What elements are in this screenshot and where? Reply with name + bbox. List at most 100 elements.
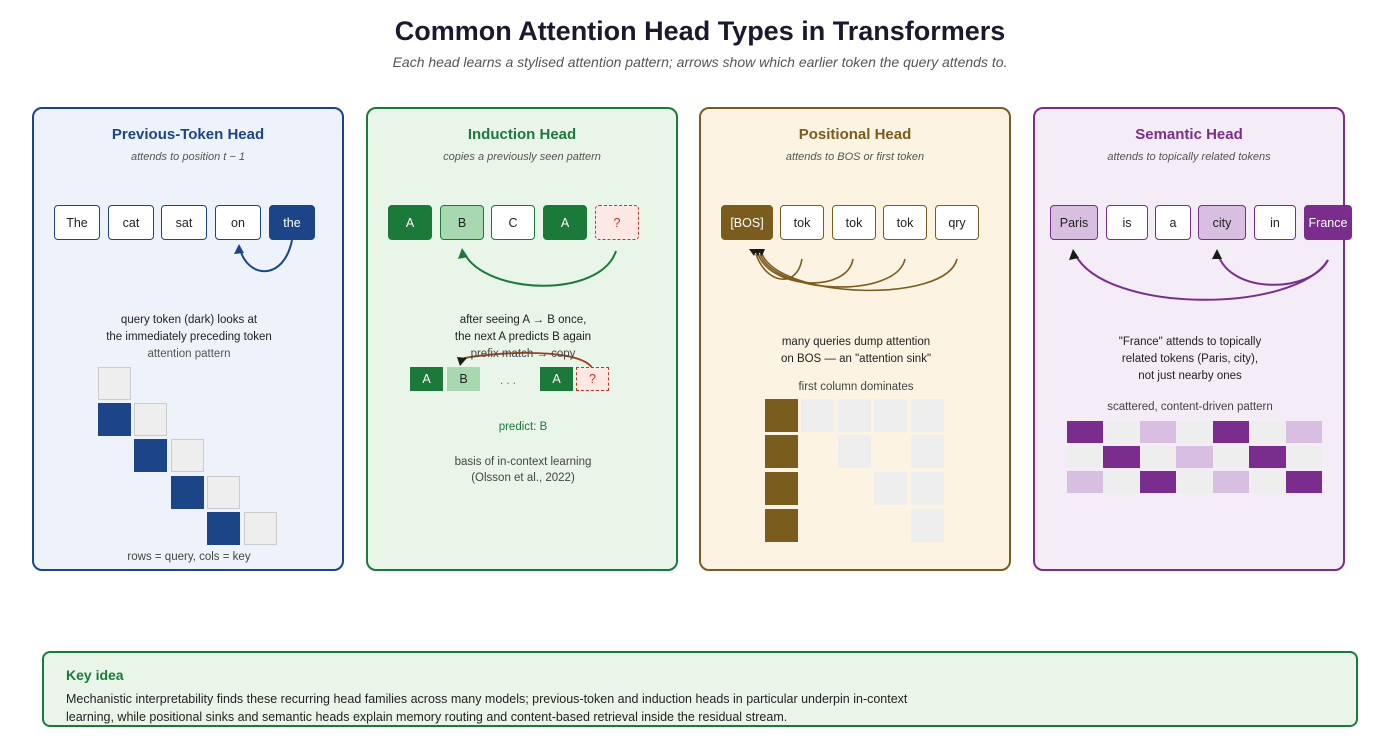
matrix-footer: rows = query, cols = key [127,551,251,563]
positional-head-panel: Positional Head attends to BOS or first … [699,107,1011,571]
token-a: a [1155,205,1191,240]
token-c: C [491,205,535,240]
panel-title: Previous-Token Head [111,126,265,143]
matrix-cell [207,476,240,509]
matrix-cell [1103,421,1140,443]
token-on: on [215,205,261,240]
token-b-first: B [440,205,484,240]
matrix-cell-strong [1067,421,1103,443]
matrix-cell-sink [765,472,798,505]
matrix-cell [98,367,131,400]
mini-token-a-second: A [540,367,573,391]
token-unknown: ? [595,205,639,240]
token-is: is [1106,205,1148,240]
token-tok: tok [883,205,927,240]
key-idea-title: Key idea [66,667,124,683]
pattern-label: scattered, content-driven pattern [1107,401,1273,413]
token-the: The [54,205,100,240]
matrix-cell-sink [765,399,798,432]
matrix-cell-weak [1176,446,1213,468]
matrix-cell [1103,471,1140,493]
attention-sink-arrows [749,249,958,292]
matrix-cell [1176,471,1213,493]
token-a-first: A [388,205,432,240]
token-a-second: A [543,205,587,240]
caption-line-1: "France" attends to topically [1118,336,1262,348]
matrix-cell [874,472,907,505]
previous-token-arrow [234,239,293,273]
panel-title: Semantic Head [1135,126,1243,143]
token-query: qry [935,205,979,240]
caption-line-2: on BOS — an "attention sink" [780,353,932,365]
matrix-cell-weak [1213,471,1249,493]
induction-arrows [457,248,617,372]
matrix-cell [838,435,871,468]
matrix-cell-weak [1140,421,1176,443]
matrix-cell [1249,421,1286,443]
matrix-cell [801,399,834,432]
matrix-cell [1213,446,1249,468]
key-idea-text: Mechanistic interpretability finds these… [66,692,908,724]
page-title: Common Attention Head Types in Transform… [394,16,1006,46]
basis-line-2: (Olsson et al., 2022) [471,472,575,484]
panel-title: Positional Head [798,126,912,143]
query-token-france: France [1304,205,1352,240]
caption-line-2: related tokens (Paris, city), [1121,353,1259,365]
key-idea-box: Key idea Mechanistic interpretability fi… [42,651,1358,727]
matrix-cell [244,512,277,545]
matrix-cell [134,403,167,436]
matrix-cell-strong [1213,421,1249,443]
matrix-cell [911,435,944,468]
panel-subtitle: attends to position t − 1 [130,151,246,163]
matrix-cell [838,399,871,432]
token-cat: cat [108,205,154,240]
matrix-cell [1249,471,1286,493]
matrix-cell [1067,446,1103,468]
matrix-cell [171,439,204,472]
token-tok: tok [780,205,824,240]
token-sat: sat [161,205,207,240]
pattern-label: first column dominates [798,381,914,393]
matrix-cell [1140,446,1176,468]
matrix-cell-sink [765,509,798,542]
matrix-cell-weak [1286,421,1322,443]
induction-head-panel: Induction Head copies a previously seen … [366,107,678,571]
matrix-cell-strong [1286,471,1322,493]
panel-title: Induction Head [467,126,577,143]
basis-line-1: basis of in-context learning [454,456,592,468]
caption-line-1: after seeing A → B once, [459,314,587,326]
prefix-match-label: prefix match → copy [470,348,576,360]
matrix-cell [1176,421,1213,443]
mini-token-b: B [447,367,480,391]
caption-line-2: the immediately preceding token [106,331,272,343]
matrix-cell-weak [1067,471,1103,493]
matrix-cell-attended [171,476,204,509]
matrix-cell-attended [98,403,131,436]
token-city: city [1198,205,1246,240]
token-tok: tok [832,205,876,240]
token-paris: Paris [1050,205,1098,240]
mini-token-a: A [410,367,443,391]
caption-line-1: query token (dark) looks at [120,314,258,326]
semantic-head-panel: Semantic Head attends to topically relat… [1033,107,1352,571]
matrix-cell-sink [765,435,798,468]
matrix-cell-strong [1103,446,1140,468]
matrix-cell [874,399,907,432]
matrix-cell-strong [1140,471,1176,493]
matrix-cell [911,509,944,542]
query-token-the: the [269,205,315,240]
token-bos: [BOS] [721,205,773,240]
ellipsis: . . . [500,375,516,387]
mini-token-unknown: ? [576,367,609,391]
panel-subtitle: attends to topically related tokens [1107,151,1271,163]
panel-subtitle: copies a previously seen pattern [443,151,601,163]
matrix-cell [1286,446,1322,468]
semantic-arrows [1069,249,1329,301]
page-subtitle: Each head learns a stylised attention pa… [392,54,1008,70]
previous-token-head-panel: Previous-Token Head attends to position … [32,107,344,571]
panel-subtitle: attends to BOS or first token [785,151,925,163]
matrix-cell [911,472,944,505]
token-in: in [1254,205,1296,240]
caption-line-3: not just nearby ones [1138,370,1242,382]
caption-line-2: the next A predicts B again [454,331,592,343]
